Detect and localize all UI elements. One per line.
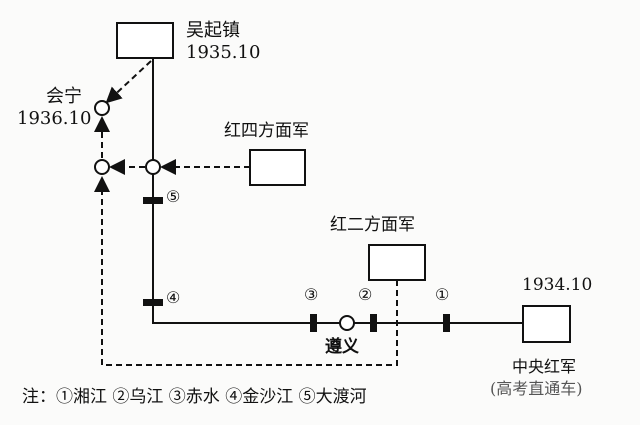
zunyi-label: 遵义 [325,336,359,357]
river-5-bar [143,197,163,204]
central-army-origin: (高考直通车) [490,379,583,398]
junction-circle-right [145,159,161,175]
river-1-label: ① [435,285,449,304]
fourth-army-box [249,149,306,186]
river-2-bar [370,314,377,332]
river-5-label: ⑤ [166,187,180,206]
huining-circle [94,100,110,116]
zunyi-circle [339,315,355,331]
central-army-route [152,58,522,324]
river-2-label: ② [358,285,372,304]
junction-circle-left [94,159,110,175]
wuqi-date: 1935.10 [186,42,260,63]
river-3-label: ③ [304,285,318,304]
central-army-date: 1934.10 [522,275,592,295]
river-4-label: ④ [166,288,180,307]
legend-note: 注：①湘江 ②乌江 ③赤水 ④金沙江 ⑤大渡河 [22,387,367,407]
second-army-box [368,244,426,281]
huining-label: 会宁 [46,86,82,107]
central-army-box [522,305,571,343]
second-army-route [94,176,398,366]
wuqi-to-huining-route [105,60,152,104]
river-1-bar [443,314,450,332]
huining-date: 1936.10 [17,108,91,129]
river-4-bar [143,299,163,306]
wuqi-box [116,22,174,59]
wuqi-label: 吴起镇 [186,20,240,41]
fourth-army-label: 红四方面军 [224,121,309,141]
second-army-label: 红二方面军 [330,215,415,235]
river-3-bar [310,314,317,332]
central-army-label: 中央红军 [512,357,576,376]
